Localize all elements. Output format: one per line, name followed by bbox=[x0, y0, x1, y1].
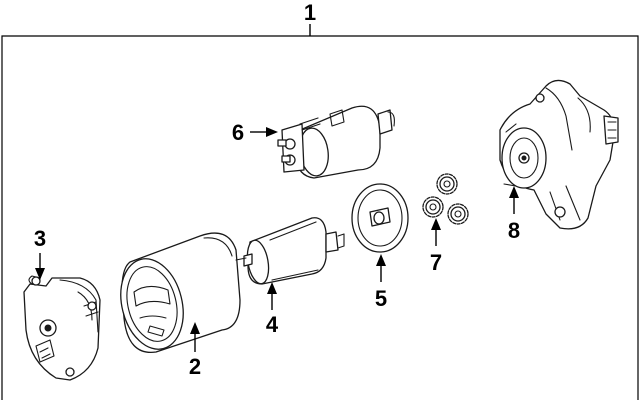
callout-4: 4 bbox=[266, 282, 279, 337]
assembly-frame bbox=[1, 35, 639, 400]
callout-7: 7 bbox=[430, 218, 442, 275]
callout-5-label: 5 bbox=[375, 286, 387, 311]
part-4-armature bbox=[235, 217, 345, 285]
callout-6-label: 6 bbox=[232, 120, 244, 145]
callout-2: 2 bbox=[189, 322, 201, 379]
part-3-end-housing bbox=[23, 275, 101, 381]
callout-3-label: 3 bbox=[34, 226, 46, 251]
callout-4-arrow bbox=[267, 282, 277, 294]
callout-4-label: 4 bbox=[266, 312, 279, 337]
part-7-gears bbox=[422, 173, 469, 225]
callout-7-label: 7 bbox=[430, 250, 442, 275]
part-2-yoke bbox=[120, 232, 241, 353]
part-5-disc bbox=[351, 183, 409, 253]
callout-3: 3 bbox=[34, 226, 46, 280]
callout-2-label: 2 bbox=[189, 354, 201, 379]
callout-6-arrow bbox=[266, 127, 278, 137]
callout-8: 8 bbox=[508, 186, 520, 243]
callout-8-arrow bbox=[509, 186, 519, 198]
callout-5-arrow bbox=[376, 254, 386, 266]
part-8-drive-housing bbox=[499, 79, 619, 230]
callout-6: 6 bbox=[232, 120, 278, 145]
callout-1-label: 1 bbox=[304, 0, 316, 25]
callout-7-arrow bbox=[431, 218, 441, 230]
callout-3-arrow bbox=[35, 268, 45, 280]
callout-8-label: 8 bbox=[508, 218, 520, 243]
callout-2-arrow bbox=[190, 322, 200, 334]
part-6-solenoid bbox=[277, 105, 395, 179]
callout-5: 5 bbox=[375, 254, 387, 311]
